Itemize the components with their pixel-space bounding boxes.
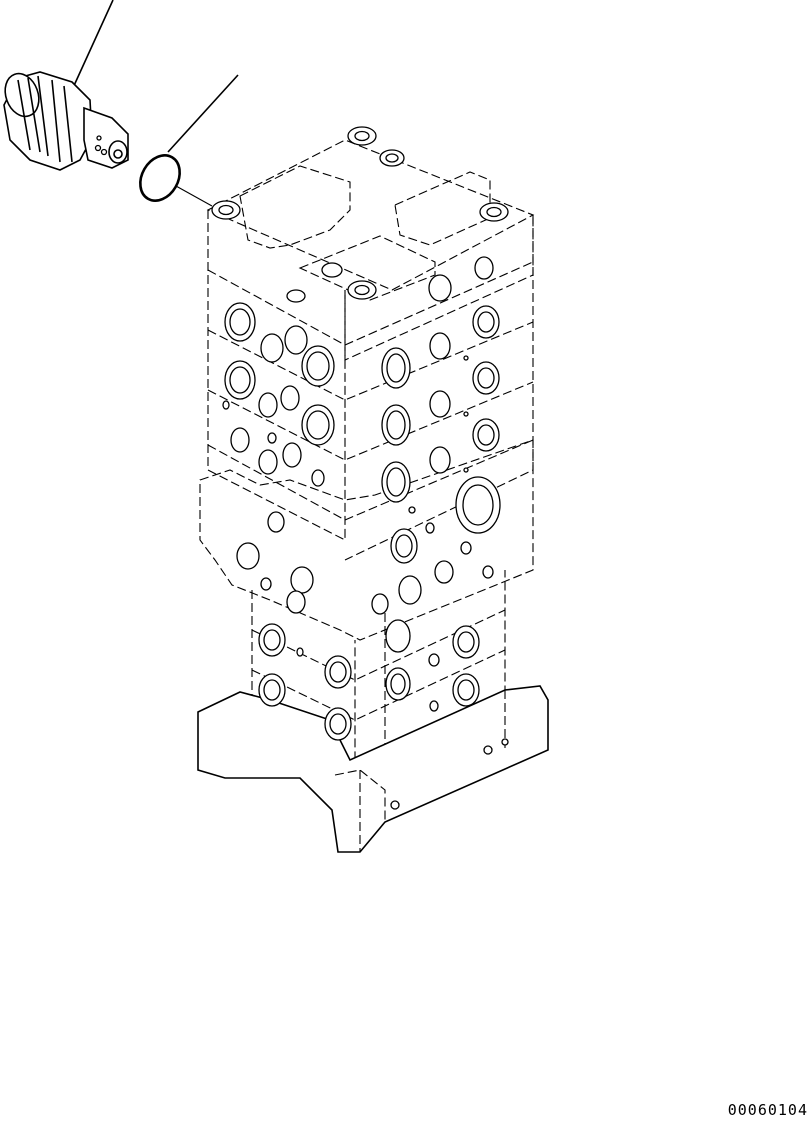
leader-line-valve [71,0,114,91]
lower-section-ports [258,619,480,741]
drawing-code: 00060104 [727,1101,808,1119]
valve-cartridge [3,71,129,171]
top-ports [211,126,509,303]
flange-ports [236,476,501,615]
o-ring [139,154,181,202]
leader-line-port [175,185,213,207]
right-face-ports [381,305,500,514]
left-face-ports [222,302,335,487]
leader-line-oring [167,74,239,153]
